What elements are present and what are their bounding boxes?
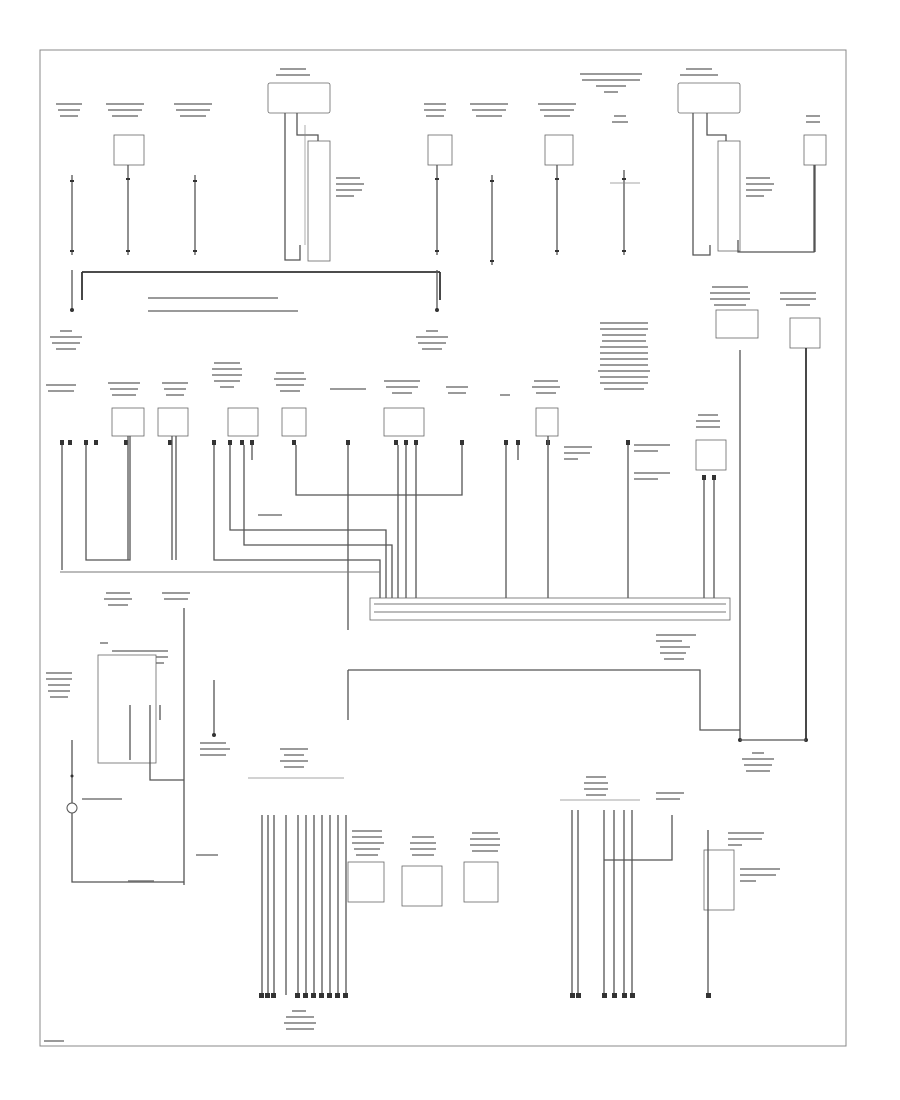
bottom-section	[44, 592, 780, 1042]
connector-block-right	[560, 799, 711, 998]
middle-section	[46, 286, 821, 772]
diagram-frame	[39, 49, 847, 1047]
top-section	[50, 68, 827, 350]
connector-block-left	[248, 777, 348, 998]
